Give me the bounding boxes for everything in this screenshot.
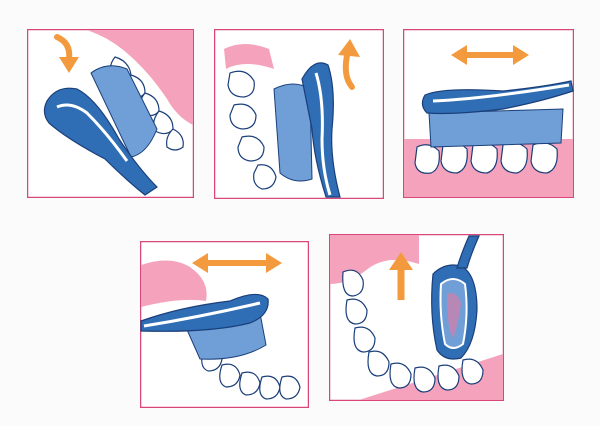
- arrow-up-rotate-icon: [338, 39, 360, 90]
- toothbrush-highlight: [432, 83, 570, 103]
- step-5-illustration: [329, 234, 504, 401]
- panel-step-2: [214, 29, 384, 199]
- step-3-illustration: [403, 29, 574, 198]
- tooth-shadow: [447, 293, 461, 338]
- arrow-down-rotate-icon: [54, 34, 79, 73]
- teeth: [414, 142, 558, 174]
- step-2-illustration: [214, 29, 384, 199]
- gum: [224, 44, 274, 69]
- bristles: [428, 108, 564, 148]
- step-1-illustration: [27, 29, 194, 198]
- teeth: [342, 269, 484, 393]
- gum: [141, 260, 207, 307]
- gum: [87, 30, 193, 125]
- bristles: [90, 65, 158, 158]
- arrow-up-icon: [389, 252, 413, 300]
- toothbrush: [43, 87, 158, 196]
- panel-step-3: [403, 29, 574, 198]
- panel-step-5: [329, 234, 504, 401]
- toothbrush-highlight: [143, 301, 261, 328]
- teeth: [227, 70, 277, 190]
- step-4-illustration: [140, 241, 309, 408]
- panel-step-4: [140, 241, 309, 408]
- toothbrush-highlight: [314, 72, 332, 196]
- toothbrush-handle: [456, 235, 480, 269]
- toothbrush-highlight: [56, 103, 129, 162]
- arrow-left-right-icon: [192, 253, 282, 273]
- bristles: [273, 83, 313, 182]
- teeth: [201, 347, 301, 400]
- panel-step-1: [27, 29, 194, 198]
- arrow-left-right-icon: [451, 45, 529, 65]
